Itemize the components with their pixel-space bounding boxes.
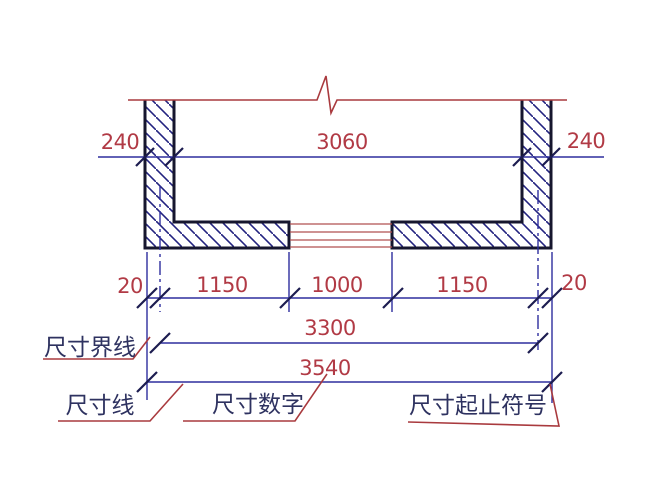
label-extension-line: 尺寸界线 — [44, 335, 136, 361]
dim-text-wall-right: 240 — [567, 129, 606, 153]
dim-ticks-row3 — [136, 371, 563, 393]
dim-text-seg-right: 1150 — [436, 273, 487, 297]
left-wall-section-fill — [145, 100, 289, 248]
dim-text-wall-left: 240 — [101, 130, 140, 154]
right-wall-section-outline — [390, 100, 553, 250]
dim-text-seg-mid: 1000 — [311, 273, 362, 297]
dim-ticks-row2 — [149, 332, 549, 354]
leader-extension-line — [43, 336, 151, 360]
label-dimension-number: 尺寸数字 — [212, 392, 304, 418]
break-line-top — [128, 75, 567, 116]
left-wall-section-outline — [143, 100, 291, 250]
dim-text-axis-total: 3300 — [304, 316, 355, 340]
label-start-end-symbol: 尺寸起止符号 — [409, 393, 547, 419]
dim-text-seg-left: 1150 — [196, 273, 247, 297]
dim-text-offset-right: 20 — [561, 271, 587, 295]
leader-dimension-line — [58, 383, 184, 422]
right-wall-section-fill — [392, 100, 551, 248]
dim-text-outer-total: 3540 — [299, 356, 350, 380]
axis-lines — [159, 186, 539, 350]
leader-start-end-symbol — [407, 383, 560, 427]
label-dimension-line: 尺寸线 — [66, 393, 135, 419]
callout-leaders — [43, 336, 560, 427]
leader-dimension-number — [183, 373, 328, 422]
extension-lines — [146, 252, 553, 403]
dim-ticks-top — [135, 147, 561, 167]
dim-ticks-row1 — [136, 287, 563, 309]
opening-infill-lines — [290, 223, 392, 248]
dim-text-inner-width: 3060 — [316, 130, 367, 154]
dim-text-offset-left: 20 — [117, 274, 143, 298]
